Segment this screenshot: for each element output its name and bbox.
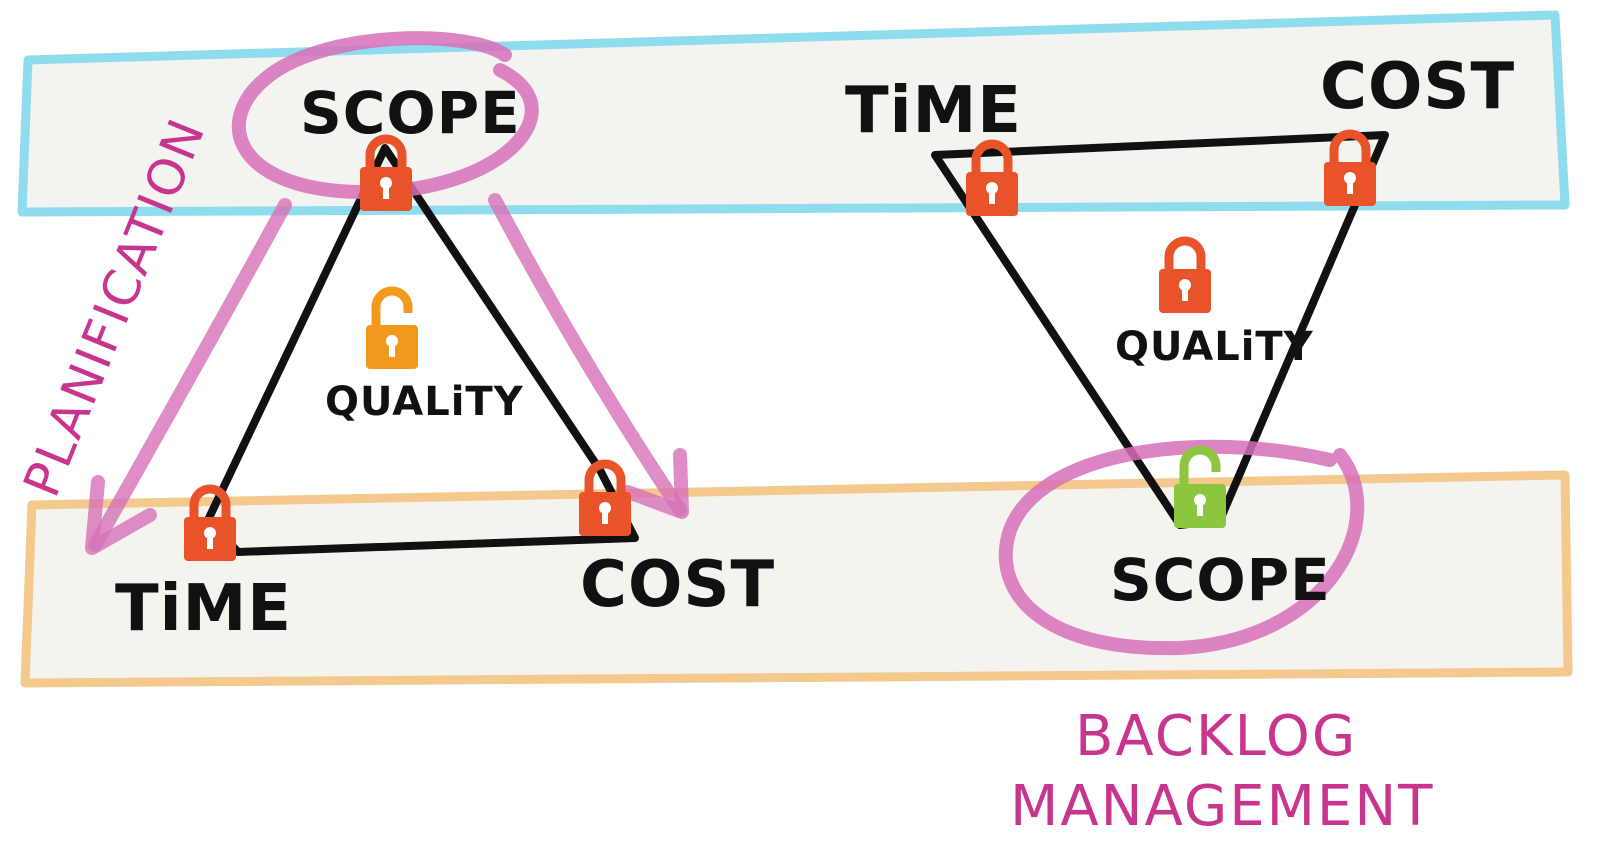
- right-cost-label: COST: [1320, 50, 1515, 124]
- scope-highlight-ellipse-left: [231, 31, 539, 200]
- padlock-open-icon: [366, 291, 418, 369]
- padlock-open-icon: [1174, 450, 1226, 528]
- backlog-caption-line1: BACKLOG: [1075, 704, 1357, 769]
- right-scope-label: SCOPE: [1110, 546, 1331, 614]
- left-quality-label: QUALiTY: [325, 379, 524, 425]
- scope-highlight-ellipse-right: [998, 439, 1365, 656]
- top-band: [17, 10, 1570, 217]
- left-scope-label: SCOPE: [300, 79, 521, 147]
- planification-arrow-left: [88, 198, 292, 552]
- left-time-label: TiME: [115, 572, 292, 646]
- left-cost-label: COST: [580, 548, 775, 622]
- right-time-label: TiME: [845, 74, 1022, 148]
- backlog-caption-line2: MANAGEMENT: [1010, 774, 1434, 839]
- planification-arrowhead-left: [85, 475, 157, 555]
- left-triangle-edges: [204, 144, 639, 556]
- right-triangle: TiME COST SCOPE QUALiTY BACKLOG MANAGEME…: [845, 50, 1515, 839]
- right-quality-label: QUALiTY: [1115, 324, 1314, 370]
- planification-arrowhead-right: [621, 448, 689, 519]
- padlock-closed-icon: [1159, 241, 1211, 313]
- planification-arrow-right: [488, 193, 687, 517]
